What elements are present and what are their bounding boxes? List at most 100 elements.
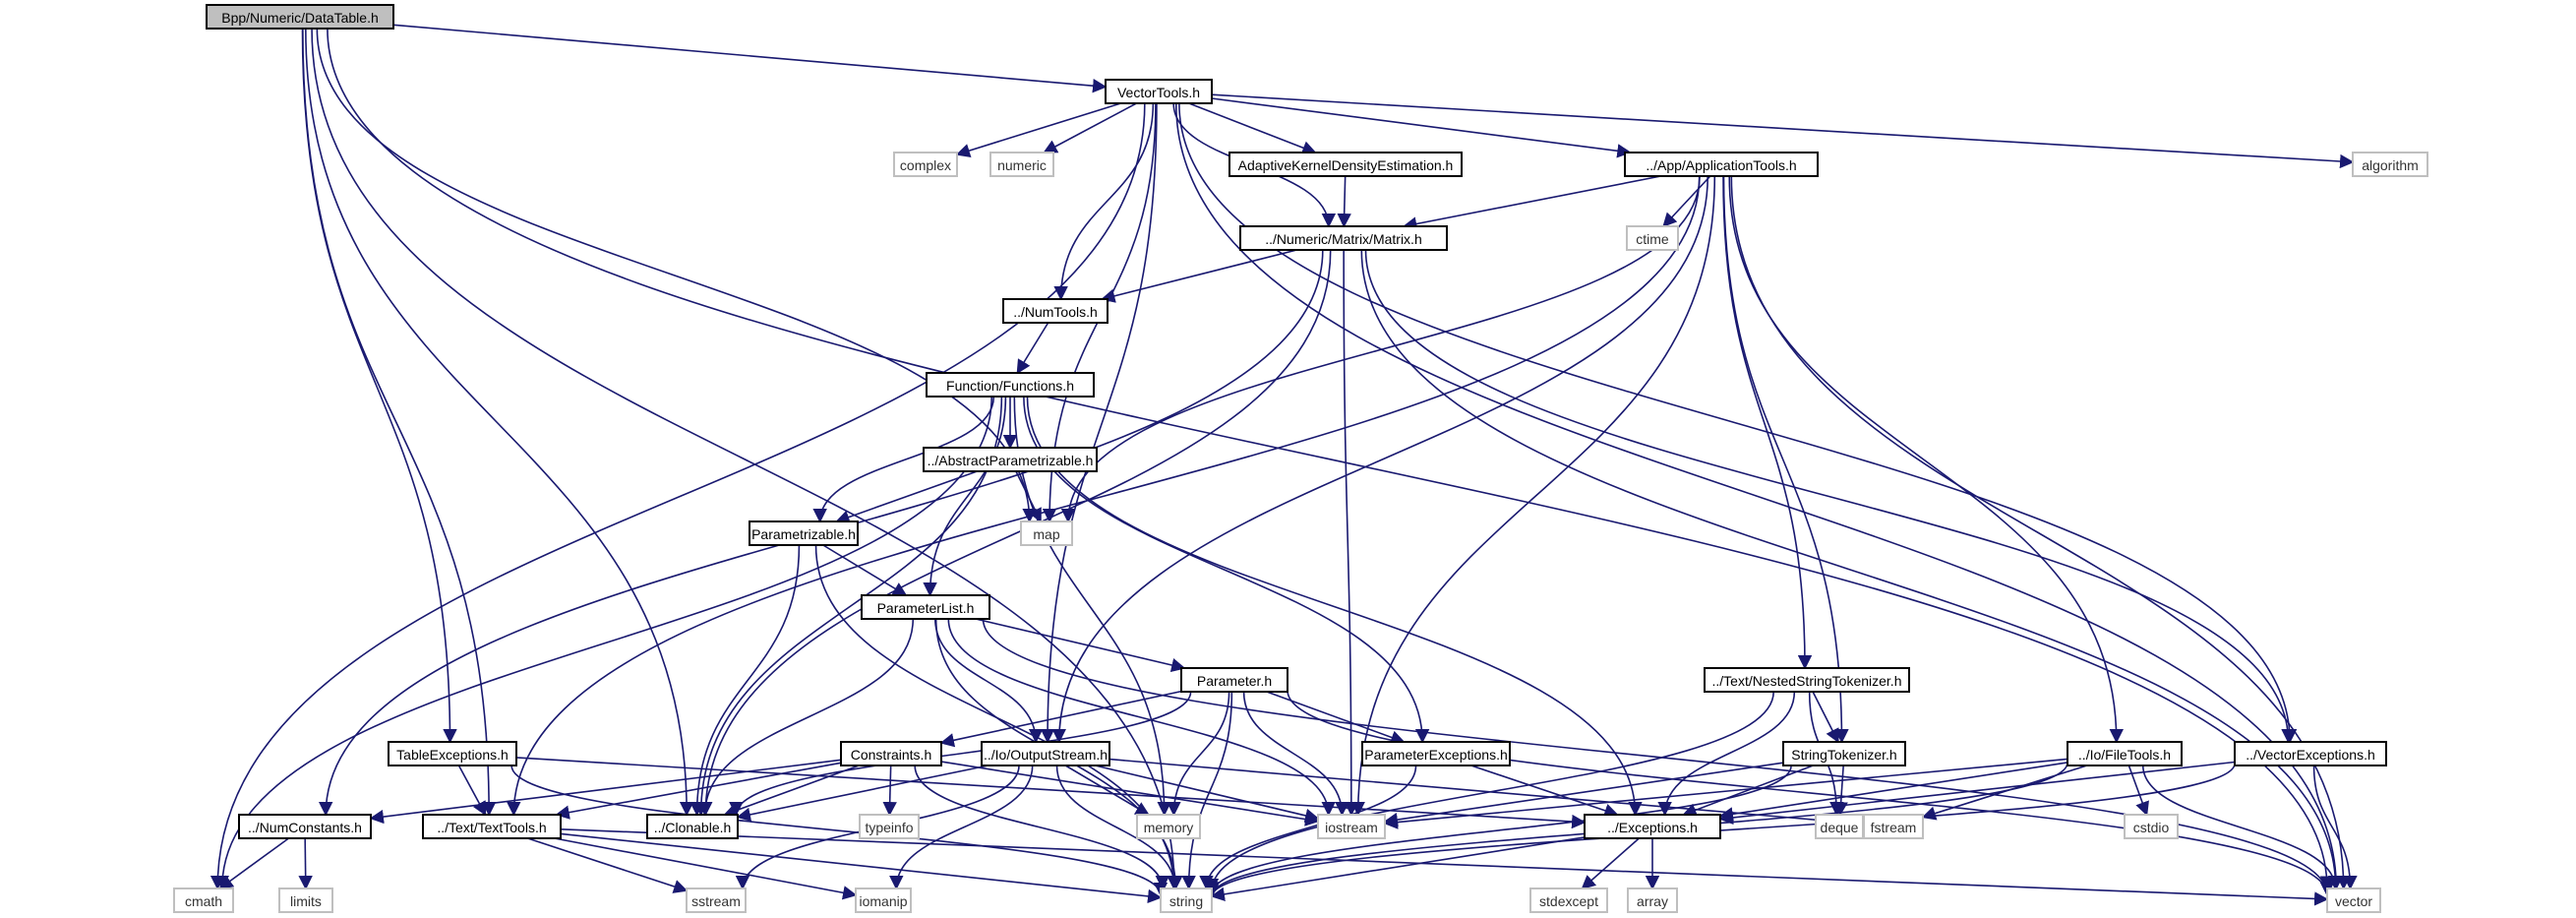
edge-datatable-to-tableexc — [301, 28, 457, 744]
edge-apptools-to-filetools — [1728, 175, 2124, 744]
node-tableexc[interactable]: TableExceptions.h — [388, 741, 517, 766]
node-label: ../Clonable.h — [654, 820, 732, 835]
edge-texttools-to-string — [560, 832, 1163, 904]
node-algorithm: algorithm — [2352, 152, 2428, 177]
node-vectortools[interactable]: VectorTools.h — [1105, 79, 1213, 104]
edge-numconst-to-cmath — [218, 837, 289, 889]
node-cstdio: cstdio — [2124, 814, 2179, 839]
node-box — [1160, 887, 1213, 913]
edge-constraints-to-string — [914, 765, 1169, 890]
edge-stringtok-to-string — [1204, 765, 1792, 896]
node-label: ../Exceptions.h — [1607, 820, 1698, 835]
edge-nestedtok-to-stringtok — [1812, 691, 1839, 744]
edge-filetools-to-iostream — [1383, 758, 2068, 829]
node-complex: complex — [893, 152, 958, 177]
edge-parameterlist-to-vector — [982, 618, 2335, 896]
edge-exceptions-to-stdexcept — [1581, 837, 1640, 889]
node-label: algorithm — [2362, 157, 2419, 173]
node-label: ParameterList.h — [877, 600, 975, 616]
node-cmath: cmath — [173, 887, 234, 913]
node-box — [1180, 667, 1288, 693]
edge-filetools-to-exceptions — [1718, 762, 2068, 822]
edge-matrix-to-clonable — [698, 249, 1332, 817]
edge-outputstream-to-clonable — [736, 765, 988, 822]
node-box — [855, 887, 912, 913]
node-box — [1239, 225, 1448, 251]
node-vectorexc[interactable]: ../VectorExceptions.h — [2234, 741, 2387, 766]
edge-apptools-to-stringtok — [1722, 175, 1849, 744]
node-box — [981, 741, 1110, 766]
node-label: ../Io/FileTools.h — [2078, 747, 2171, 763]
edge-numtools-to-functions — [1016, 322, 1049, 375]
node-label: Parametrizable.h — [751, 526, 856, 542]
node-box — [173, 887, 234, 913]
node-apptools[interactable]: ../App/ApplicationTools.h — [1624, 152, 1819, 177]
edge-matrix-to-vectorexc — [1364, 249, 2296, 744]
node-label: iomanip — [859, 893, 907, 909]
edge-constraints-to-iostream — [940, 761, 1320, 826]
node-ctime: ctime — [1626, 225, 1679, 251]
node-box — [1627, 887, 1678, 913]
edge-tableexc-to-texttools — [457, 765, 487, 817]
edge-vectorexc-to-exceptions — [1718, 761, 2236, 826]
node-box — [1815, 814, 1864, 839]
node-filetools[interactable]: ../Io/FileTools.h — [2067, 741, 2183, 766]
node-numconst[interactable]: ../NumConstants.h — [238, 814, 372, 839]
node-parametrizable[interactable]: Parametrizable.h — [749, 520, 859, 546]
edge-stringtok-to-deque — [1833, 765, 1848, 817]
node-parameter[interactable]: Parameter.h — [1180, 667, 1288, 693]
edge-parameter-to-iostream — [1242, 691, 1349, 817]
node-clonable[interactable]: ../Clonable.h — [646, 814, 739, 839]
edge-constraints-to-typeinfo — [882, 765, 897, 817]
node-akde[interactable]: AdaptiveKernelDensityEstimation.h — [1228, 152, 1463, 177]
node-exceptions[interactable]: ../Exceptions.h — [1584, 814, 1721, 839]
node-label: iostream — [1325, 820, 1378, 835]
edge-parametrizable-to-parameterlist — [822, 544, 908, 596]
node-box — [923, 447, 1098, 472]
node-iomanip: iomanip — [855, 887, 912, 913]
node-nestedtok[interactable]: ../Text/NestedStringTokenizer.h — [1704, 667, 1910, 693]
node-outputstream[interactable]: ../Io/OutputStream.h — [981, 741, 1110, 766]
edge-parameter-to-memory — [1167, 691, 1230, 817]
node-constraints[interactable]: Constraints.h — [840, 741, 942, 766]
node-box — [1704, 667, 1910, 693]
node-datatable[interactable]: Bpp/Numeric/DataTable.h — [206, 4, 394, 30]
edge-vectortools-to-apptools — [1211, 97, 1632, 158]
edge-numconst-to-limits — [298, 837, 313, 890]
edge-vectortools-to-outputstream — [1040, 102, 1158, 744]
edge-apptools-to-outputstream — [1051, 175, 1709, 744]
edge-parameterlist-to-iostream — [947, 618, 1336, 817]
node-functions[interactable]: Function/Functions.h — [926, 372, 1095, 398]
edge-constraints-to-clonable — [723, 765, 860, 818]
edge-datatable-to-texttools — [302, 28, 497, 817]
edge-functions-to-exceptions — [1026, 396, 1643, 817]
node-vector: vector — [2326, 887, 2381, 913]
node-label: Function/Functions.h — [946, 378, 1074, 394]
node-sstream: sstream — [686, 887, 747, 913]
node-box — [1136, 814, 1201, 839]
edge-vectortools-to-numeric — [1043, 102, 1137, 153]
edge-parameterlist-to-outputstream — [934, 618, 1044, 744]
node-box — [388, 741, 517, 766]
edge-tableexc-to-exceptions — [515, 757, 1587, 829]
node-stringtok[interactable]: StringTokenizer.h — [1782, 741, 1906, 766]
edge-nestedtok-to-exceptions — [1657, 691, 1796, 817]
node-parameterlist[interactable]: ParameterList.h — [861, 594, 990, 620]
edge-vectorexc-to-vector — [2312, 765, 2358, 890]
node-box — [646, 814, 739, 839]
node-label: ../Io/OutputStream.h — [984, 747, 1108, 763]
node-label: vector — [2335, 893, 2372, 909]
node-paramexc[interactable]: ParameterExceptions.h — [1361, 741, 1511, 766]
node-box — [926, 372, 1095, 398]
node-numtools[interactable]: ../NumTools.h — [1002, 298, 1108, 324]
node-matrix[interactable]: ../Numeric/Matrix/Matrix.h — [1239, 225, 1448, 251]
node-label: stdexcept — [1539, 893, 1598, 909]
edge-parameter-to-constraints — [939, 690, 1182, 748]
node-label: ../VectorExceptions.h — [2246, 747, 2375, 763]
node-texttools[interactable]: ../Text/TextTools.h — [422, 814, 562, 839]
node-abstractparam[interactable]: ../AbstractParametrizable.h — [923, 447, 1098, 472]
edge-vectortools-to-cmath — [210, 102, 1146, 890]
edge-texttools-to-sstream — [527, 837, 689, 893]
edge-parameter-to-clonable — [729, 691, 1192, 817]
